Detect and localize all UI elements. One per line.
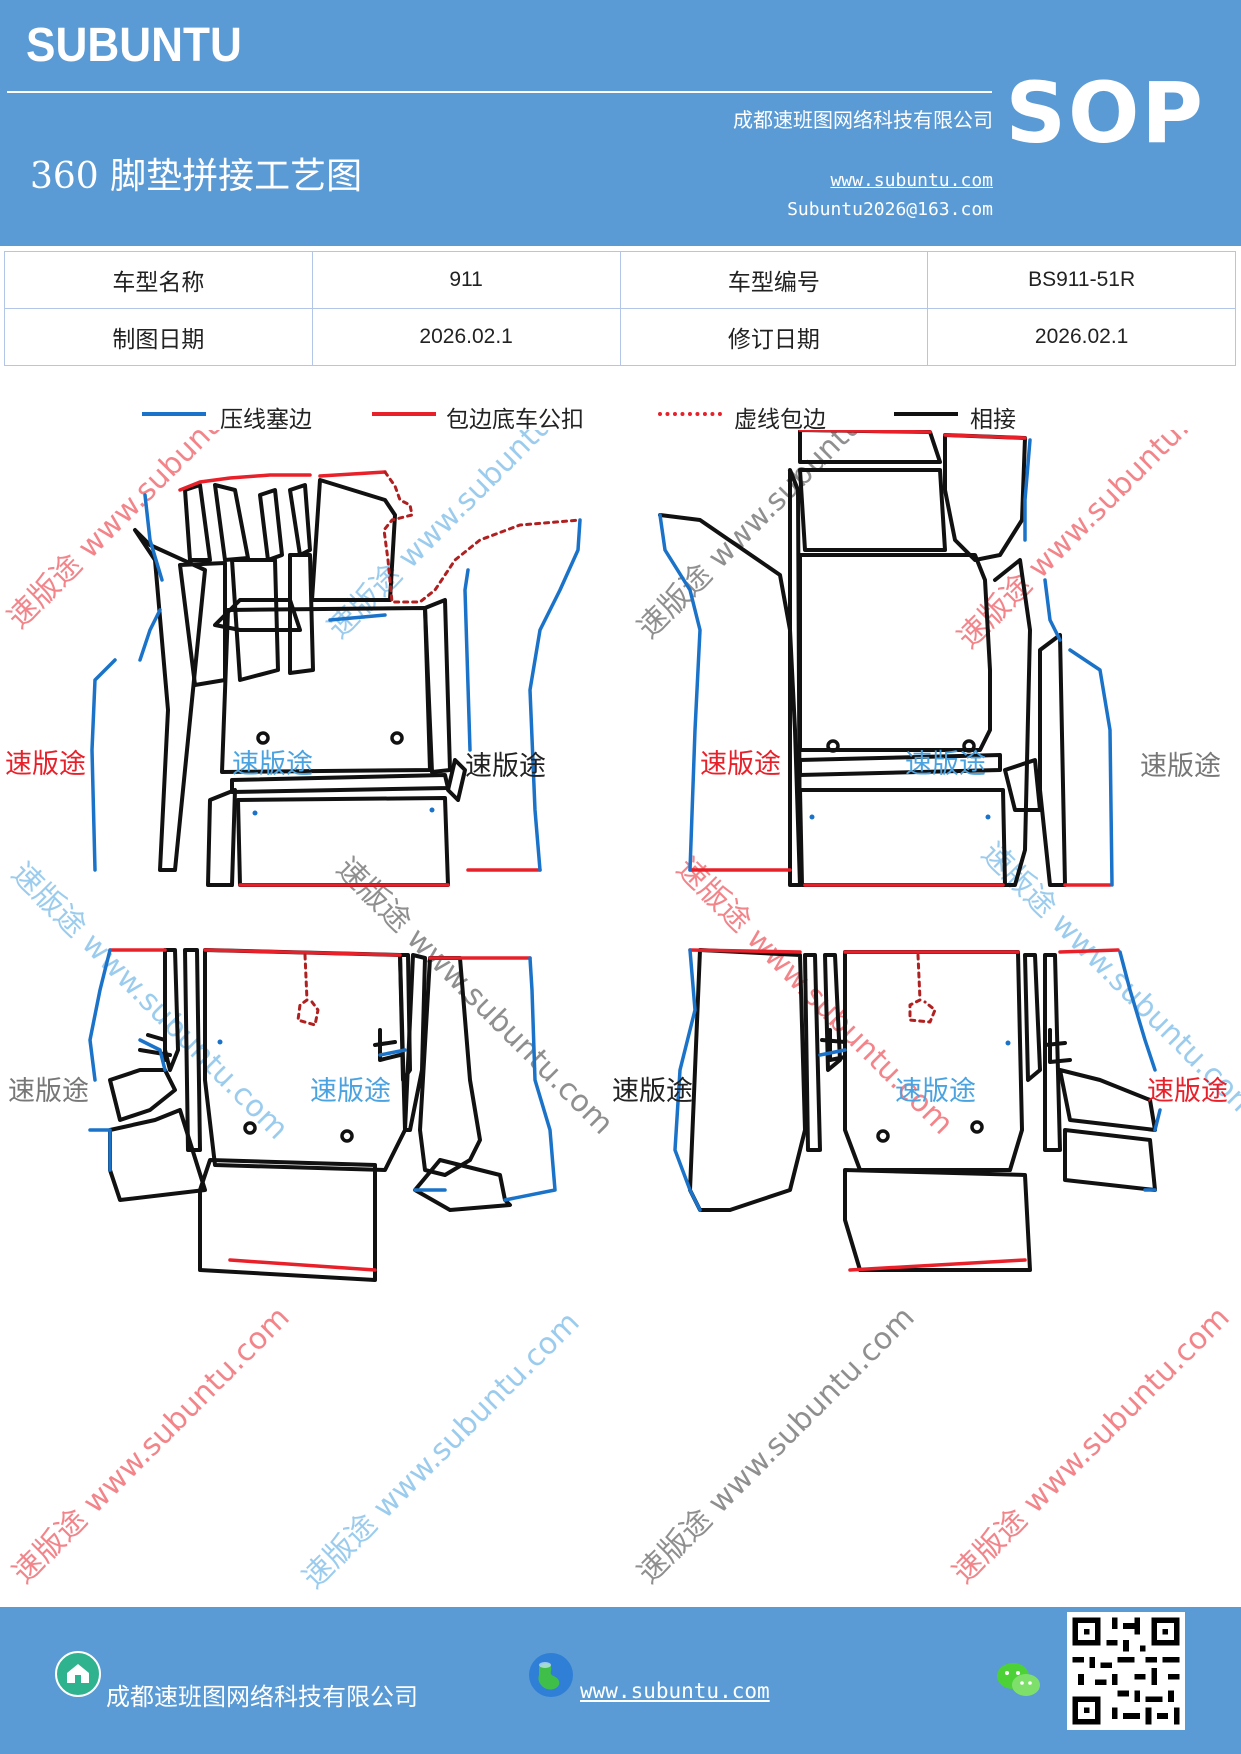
diagram-label: 速版途 bbox=[700, 749, 781, 780]
watermark-text: 速版途 www.subuntu.com bbox=[296, 1305, 587, 1596]
header-email: Subuntu2026@163.com bbox=[787, 199, 993, 220]
revise-date-value: 2026.02.1 bbox=[927, 308, 1236, 366]
header-website-link[interactable]: www.subuntu.com bbox=[830, 170, 993, 191]
watermark-text: 速版途 www.subuntu.com bbox=[951, 430, 1241, 656]
diagram-label: 速版途 bbox=[895, 1076, 976, 1107]
header-banner: SUBUNTU 成都速班图网络科技有限公司 360 脚垫拼接工艺图 www.su… bbox=[0, 0, 1241, 246]
diagram-label-group: 速版途 速版途 速版途 速版途 速版途 速版途 速版途 速版途 速版途 速版途 … bbox=[5, 749, 1228, 1107]
model-name-value: 911 bbox=[311, 251, 621, 309]
footer-website-link[interactable]: www.subuntu.com bbox=[580, 1679, 770, 1703]
legend-label: 包边底车公扣 bbox=[446, 407, 584, 433]
watermark-text: 速版途 www.subuntu.com bbox=[631, 1300, 922, 1591]
watermark-text: 速版途 www.subuntu.com bbox=[6, 1300, 297, 1591]
diagram-label: 速版途 bbox=[5, 749, 86, 780]
qr-code-icon bbox=[1067, 1612, 1185, 1730]
legend-swatch-black bbox=[894, 412, 958, 416]
mat-rear-left bbox=[88, 948, 557, 1282]
wechat-icon bbox=[997, 1663, 1040, 1696]
diagram-label: 速版途 bbox=[232, 749, 313, 780]
globe-icon bbox=[529, 1653, 573, 1697]
legend-swatch-red bbox=[372, 412, 436, 416]
line-legend: 压线塞边 包边底车公扣 虚线包边 相接 bbox=[0, 400, 1241, 440]
diagram-label: 速版途 bbox=[8, 1076, 89, 1107]
brand-logo-text: SUBUNTU bbox=[26, 19, 242, 72]
watermark-text: 速版途 www.subuntu.com bbox=[1, 430, 292, 636]
mat-front-left bbox=[90, 470, 582, 887]
revise-date-label: 修订日期 bbox=[619, 308, 929, 366]
mat-front-right bbox=[658, 430, 1114, 887]
table-row: 车型名称 911 车型编号 BS911-51R bbox=[4, 251, 1236, 309]
legend-swatch-red-dotted bbox=[658, 412, 722, 416]
mat-rear-right bbox=[673, 948, 1162, 1272]
table-row: 制图日期 2026.02.1 修订日期 2026.02.1 bbox=[4, 308, 1236, 366]
legend-label: 相接 bbox=[970, 407, 1016, 433]
watermark-text: 速版途 www.subuntu.com bbox=[946, 1300, 1237, 1591]
diagram-label: 速版途 bbox=[310, 1076, 391, 1107]
header-company-name: 成都速班图网络科技有限公司 bbox=[733, 108, 993, 132]
diagram-label: 速版途 bbox=[612, 1076, 693, 1107]
diagram-label: 速版途 bbox=[905, 749, 986, 780]
model-code-value: BS911-51R bbox=[927, 251, 1236, 309]
footer-company-name: 成都速班图网络科技有限公司 bbox=[106, 1683, 418, 1711]
model-code-label: 车型编号 bbox=[619, 251, 929, 309]
diagram-label: 速版途 bbox=[1147, 1076, 1228, 1107]
draw-date-value: 2026.02.1 bbox=[311, 308, 621, 366]
header-divider bbox=[7, 91, 992, 93]
draw-date-label: 制图日期 bbox=[4, 308, 313, 366]
floor-mat-diagram: 速版途 www.subuntu.com 速版途 www.subuntu.com … bbox=[1, 430, 1241, 1596]
sop-badge: SOP bbox=[1005, 64, 1205, 162]
house-logo-icon bbox=[55, 1651, 101, 1697]
footer-banner: 成都速班图网络科技有限公司 www.subuntu.com bbox=[0, 1607, 1241, 1754]
legend-swatch-blue bbox=[142, 412, 206, 416]
legend-label: 虚线包边 bbox=[734, 407, 826, 433]
diagram-label: 速版途 bbox=[465, 751, 546, 782]
model-name-label: 车型名称 bbox=[4, 251, 313, 309]
diagram-label: 速版途 bbox=[1140, 751, 1221, 782]
vehicle-info-table: 车型名称 911 车型编号 BS911-51R 制图日期 2026.02.1 修… bbox=[4, 251, 1236, 366]
legend-label: 压线塞边 bbox=[220, 407, 312, 433]
document-title: 360 脚垫拼接工艺图 bbox=[30, 156, 363, 197]
